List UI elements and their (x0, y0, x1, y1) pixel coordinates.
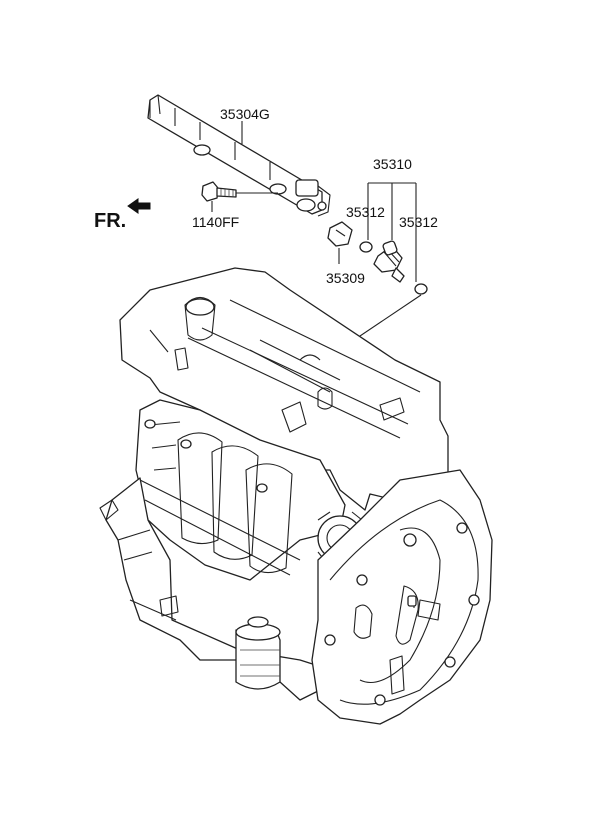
callout-35312-left: 35312 (346, 204, 385, 220)
callout-35310: 35310 (373, 156, 412, 172)
bolt-part (201, 181, 237, 202)
callout-1140FF: 1140FF (192, 214, 240, 230)
clip-part (327, 221, 353, 247)
front-arrow-icon (127, 198, 151, 214)
injector-part (359, 240, 428, 295)
engine-assembly (99, 267, 493, 725)
callout-35312-right: 35312 (399, 214, 438, 230)
front-direction-label: FR. (94, 210, 127, 232)
callout-35304G: 35304G (220, 106, 270, 122)
fuel-rail-part (147, 94, 331, 217)
callout-35309: 35309 (326, 270, 365, 286)
